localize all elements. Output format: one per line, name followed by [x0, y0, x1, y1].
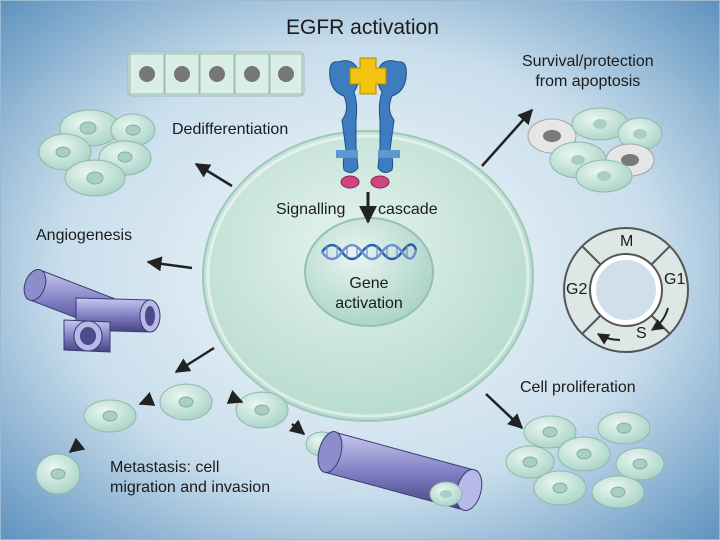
- label-metastasis: Metastasis: cell migration and invasion: [110, 459, 271, 496]
- cell-cycle-phase-s: S: [636, 325, 647, 342]
- label-survival: Survival/protection from apoptosis: [522, 53, 654, 90]
- arrow-metastasis: [174, 346, 215, 374]
- label-cell-proliferation: Cell proliferation: [520, 379, 636, 396]
- large-cell-membrane: [206, 134, 530, 418]
- label-angiogenesis: Angiogenesis: [36, 227, 133, 244]
- arrow-migration-2: [226, 390, 244, 404]
- cell-cycle-phase-g2: G2: [566, 281, 588, 298]
- label-signalling: Signalling: [276, 201, 346, 218]
- cell-cycle-icon: [563, 227, 689, 353]
- dedifferentiation-cell-cluster: [38, 109, 156, 197]
- diagram-title: EGFR activation: [286, 16, 439, 39]
- arrow-dedifferentiation: [194, 162, 233, 188]
- arrow-migration-3: [288, 419, 306, 435]
- label-gene-activation: Gene activation: [335, 275, 403, 312]
- ligand-icon: [349, 57, 387, 95]
- invasion-vessel-icon: [317, 431, 483, 512]
- cell-cycle-phase-m: M: [620, 233, 634, 250]
- arrow-proliferation: [485, 393, 524, 430]
- label-dedifferentiation: Dedifferentiation: [172, 121, 289, 138]
- blood-vessel-icon: [23, 269, 161, 353]
- dna-helix-icon: [320, 243, 418, 261]
- epithelial-cell-row: [127, 51, 305, 97]
- cell-cycle-phase-g1: G1: [664, 271, 686, 288]
- proliferation-cell-cluster: [505, 411, 665, 509]
- survival-cell-cluster: [527, 107, 663, 193]
- arrow-angiogenesis: [146, 256, 193, 272]
- arrow-migration-4: [68, 437, 86, 453]
- arrow-migration-1: [138, 392, 156, 406]
- label-cascade: cascade: [378, 201, 438, 218]
- arrow-survival: [481, 108, 533, 167]
